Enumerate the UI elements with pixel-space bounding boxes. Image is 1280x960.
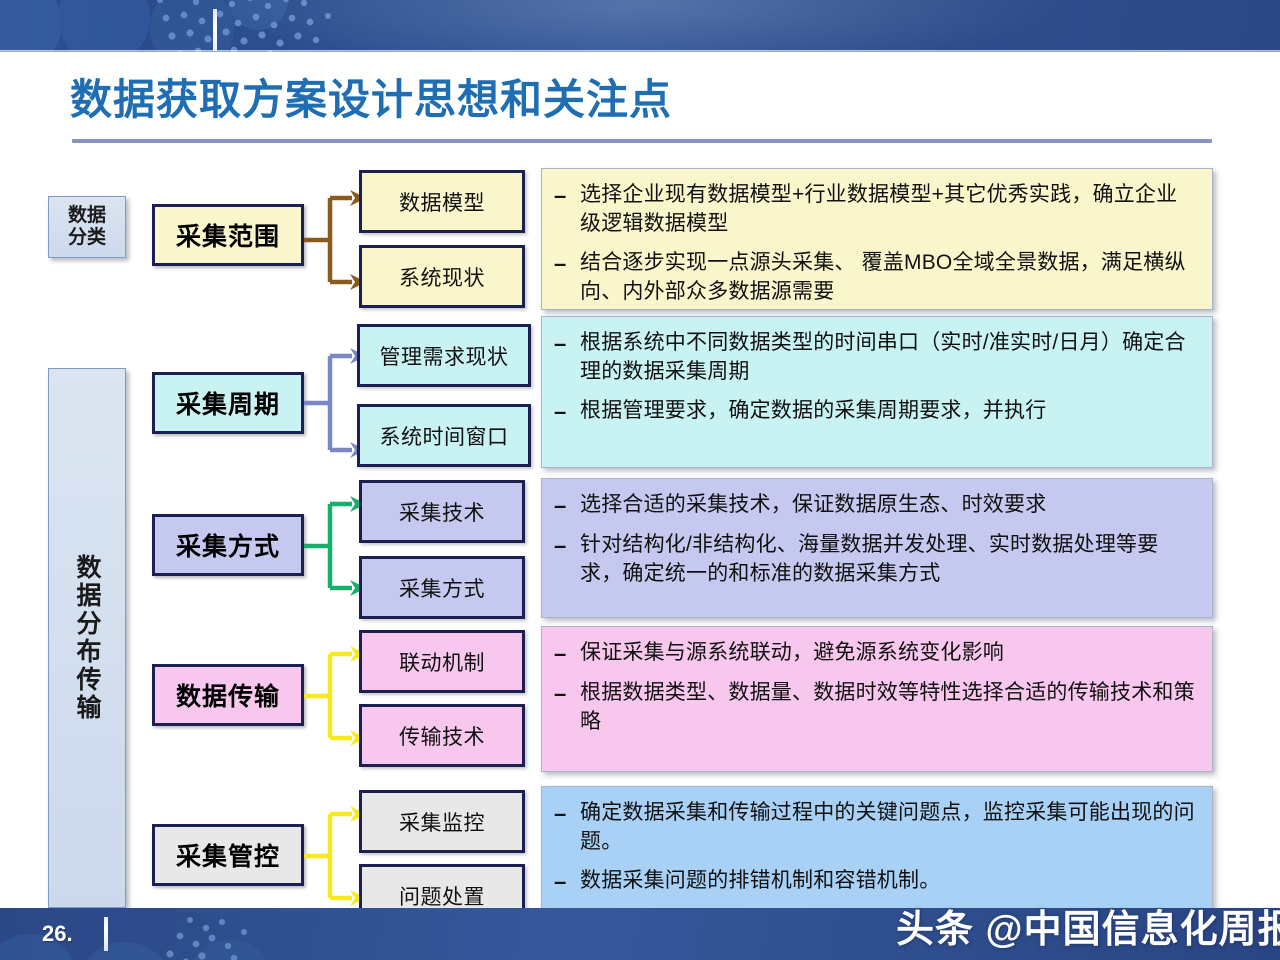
bullet-item: – 结合逐步实现一点源头采集、 覆盖MBO全域全景数据，满足横纵向、内外部众多数… — [554, 249, 1198, 307]
sub-box-label-data-model: 数据模型 — [399, 191, 485, 215]
sub-box-label-transfer-technology: 传输技术 — [399, 725, 485, 749]
sub-box-linkage-mechanism[interactable]: 联动机制 — [359, 630, 525, 693]
detail-panel-collection-method: – 选择合适的采集技术，保证数据原生态、时效要求 – 针对结构化/非结构化、海量… — [541, 478, 1213, 618]
category-box-data-distribution-transport[interactable]: 数据分布传输 — [48, 368, 126, 908]
connector-data-transfer — [304, 646, 366, 746]
bullet-marker: – — [554, 533, 567, 559]
bullet-marker: – — [554, 398, 567, 424]
sub-box-label-collection-monitoring: 采集监控 — [399, 811, 485, 835]
bullet-item: – 选择合适的采集技术，保证数据原生态、时效要求 — [554, 491, 1198, 521]
sub-box-label-collection-technology: 采集技术 — [399, 501, 485, 525]
banner-dot-pattern — [156, 0, 331, 52]
bullet-text: 根据数据类型、数据量、数据时效等特性选择合适的传输技术和策略 — [580, 681, 1195, 734]
connector-collection-governance — [304, 806, 366, 906]
detail-panel-collection-governance: – 确定数据采集和传输过程中的关键问题点，监控采集可能出现的问题。 – 数据采集… — [541, 786, 1213, 920]
bullet-text: 保证采集与源系统联动，避免源系统变化影响 — [580, 641, 1004, 664]
sub-box-system-time-window[interactable]: 系统时间窗口 — [357, 404, 531, 467]
bullet-item: – 选择企业现有数据模型+行业数据模型+其它优秀实践，确立企业级逻辑数据模型 — [554, 181, 1198, 239]
main-box-collection-cycle[interactable]: 采集周期 — [152, 372, 304, 434]
sub-box-label-issue-handling: 问题处置 — [399, 885, 485, 909]
connector-collection-cycle — [304, 348, 366, 458]
main-box-data-transfer[interactable]: 数据传输 — [152, 664, 304, 726]
bullet-text: 根据管理要求，确定数据的采集周期要求，并执行 — [580, 398, 1047, 422]
top-banner — [0, 0, 1280, 52]
bullet-marker: – — [554, 868, 567, 894]
sub-box-collection-technology[interactable]: 采集技术 — [359, 480, 525, 543]
category-label-data-distribution-transport: 数据分布传输 — [73, 554, 101, 722]
bullet-item: – 确定数据采集和传输过程中的关键问题点，监控采集可能出现的问题。 — [554, 799, 1198, 857]
sub-box-system-status[interactable]: 系统现状 — [359, 245, 525, 308]
category-label-data-classification: 数据分类 — [67, 205, 106, 248]
bullet-marker: – — [554, 641, 567, 666]
main-box-label-data-transfer: 数据传输 — [175, 683, 280, 711]
bullet-item: – 根据管理要求，确定数据的采集周期要求，并执行 — [554, 397, 1198, 427]
bullet-marker: – — [554, 331, 567, 356]
category-box-data-classification[interactable]: 数据分类 — [48, 196, 126, 258]
page-title: 数据获取方案设计思想和关注点 — [70, 76, 673, 123]
main-box-label-collection-cycle: 采集周期 — [175, 391, 280, 419]
sub-box-label-linkage-mechanism: 联动机制 — [399, 651, 485, 675]
title-underline — [72, 139, 1212, 143]
sub-box-label-collection-mode: 采集方式 — [399, 577, 485, 601]
bullet-marker: – — [554, 801, 567, 826]
sub-box-management-demand-status[interactable]: 管理需求现状 — [357, 324, 531, 387]
bullet-item: – 数据采集问题的排错机制和容错机制。 — [554, 867, 1198, 897]
sub-box-transfer-technology[interactable]: 传输技术 — [359, 704, 525, 767]
banner-baseline — [0, 50, 1280, 52]
sub-box-data-model[interactable]: 数据模型 — [359, 170, 525, 233]
bottom-accent-tick — [104, 917, 108, 951]
bullet-item: – 针对结构化/非结构化、海量数据并发处理、实时数据处理等要求，确定统一的和标准… — [554, 531, 1198, 589]
bullet-item: – 保证采集与源系统联动，避免源系统变化影响 — [554, 639, 1198, 669]
bullet-marker: – — [554, 493, 567, 518]
bullet-text: 针对结构化/非结构化、海量数据并发处理、实时数据处理等要求，确定统一的和标准的数… — [580, 533, 1159, 586]
banner-accent-tick — [213, 9, 217, 51]
main-box-label-collection-method: 采集方式 — [175, 533, 280, 561]
sub-box-label-system-status: 系统现状 — [399, 266, 485, 290]
bullet-text: 数据采集问题的排错机制和容错机制。 — [580, 868, 941, 892]
detail-panel-collection-cycle: – 根据系统中不同数据类型的时间串口（实时/准实时/日月）确定合理的数据采集周期… — [541, 316, 1213, 468]
bullet-item: – 根据数据类型、数据量、数据时效等特性选择合适的传输技术和策略 — [554, 679, 1198, 737]
watermark: 头条 @中国信息化周报 — [896, 909, 1280, 951]
bullet-marker: – — [554, 183, 567, 208]
main-box-label-collection-governance: 采集管控 — [175, 843, 280, 871]
bullet-text: 选择企业现有数据模型+行业数据模型+其它优秀实践，确立企业级逻辑数据模型 — [580, 183, 1178, 235]
sub-box-label-system-time-window: 系统时间窗口 — [379, 425, 509, 449]
bottom-bar: 26. — [0, 908, 1280, 960]
bullet-marker: – — [554, 250, 567, 276]
main-box-label-collection-scope: 采集范围 — [175, 223, 280, 251]
bullet-text: 结合逐步实现一点源头采集、 覆盖MBO全域全景数据，满足横纵向、内外部众多数据源… — [580, 250, 1186, 303]
bullet-text: 确定数据采集和传输过程中的关键问题点，监控采集可能出现的问题。 — [580, 801, 1195, 853]
main-box-collection-governance[interactable]: 采集管控 — [152, 824, 304, 886]
bullet-text: 选择合适的采集技术，保证数据原生态、时效要求 — [580, 493, 1047, 516]
detail-panel-collection-scope: – 选择企业现有数据模型+行业数据模型+其它优秀实践，确立企业级逻辑数据模型 –… — [541, 168, 1213, 310]
main-box-collection-method[interactable]: 采集方式 — [152, 514, 304, 576]
sub-box-collection-mode[interactable]: 采集方式 — [359, 556, 525, 619]
banner-sheen — [0, 0, 1280, 52]
bullet-marker: – — [554, 681, 567, 707]
bottom-dot-pattern — [166, 917, 247, 960]
sub-box-label-management-demand-status: 管理需求现状 — [379, 345, 509, 369]
page-number: 26. — [42, 921, 73, 946]
main-box-collection-scope[interactable]: 采集范围 — [152, 204, 304, 266]
bullet-item: – 根据系统中不同数据类型的时间串口（实时/准实时/日月）确定合理的数据采集周期 — [554, 329, 1198, 387]
connector-collection-scope — [304, 190, 366, 290]
detail-panel-data-transfer: – 保证采集与源系统联动，避免源系统变化影响 – 根据数据类型、数据量、数据时效… — [541, 626, 1213, 772]
connector-collection-method — [304, 496, 366, 596]
bullet-text: 根据系统中不同数据类型的时间串口（实时/准实时/日月）确定合理的数据采集周期 — [580, 331, 1186, 383]
sub-box-collection-monitoring[interactable]: 采集监控 — [359, 790, 525, 853]
